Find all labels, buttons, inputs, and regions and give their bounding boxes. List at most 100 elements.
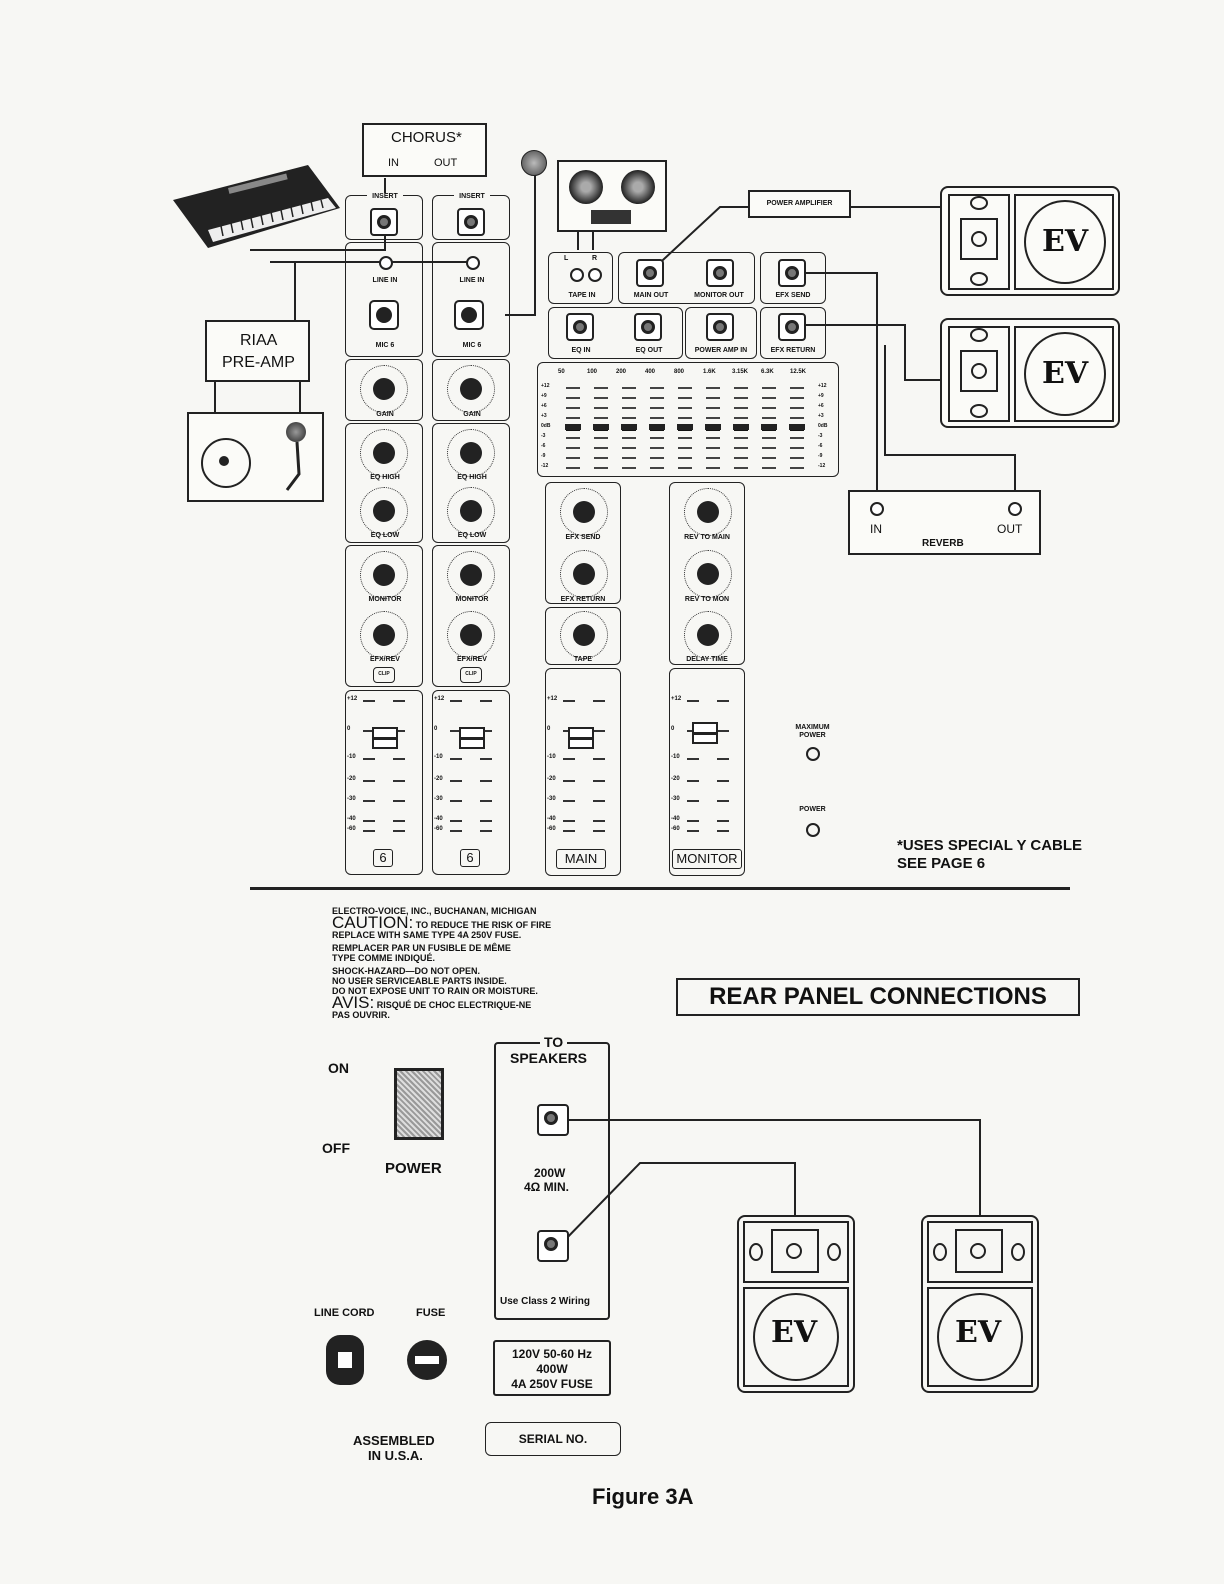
gain-label: GAIN: [376, 411, 394, 418]
fader-tick: [480, 758, 492, 760]
eq-slider-mark: [594, 467, 608, 469]
main-fader[interactable]: [568, 727, 594, 749]
eq-slider-mark: [706, 387, 720, 389]
mic-jack[interactable]: [369, 300, 399, 330]
rev-to-main-knob[interactable]: [697, 501, 719, 523]
fader-tick: [687, 700, 699, 702]
power-amplifier: POWER AMPLIFIER: [748, 190, 851, 218]
eq-slider-mark: [762, 467, 776, 469]
eq-slider-mark: [790, 417, 804, 419]
efx-send-jack[interactable]: [778, 259, 806, 287]
tape-in-right-jack[interactable]: [588, 268, 602, 282]
delay-time-knob[interactable]: [697, 624, 719, 646]
monitor-knob[interactable]: [373, 564, 395, 586]
eq-slider-mark: [622, 407, 636, 409]
eq-slider-knob[interactable]: [789, 424, 805, 430]
spec-fuse: 4A 250V FUSE: [511, 1377, 593, 1391]
tape-left-label: L: [564, 255, 569, 262]
fader-tick: [450, 820, 462, 822]
keyboard-image: [168, 160, 343, 250]
line-cord-socket[interactable]: [326, 1335, 364, 1385]
channel-fader[interactable]: [459, 727, 485, 749]
eq-scale-label: +12: [541, 383, 550, 389]
fader-tick-label: +12: [547, 696, 558, 702]
company-line: ELECTRO-VOICE, INC., BUCHANAN, MICHIGAN: [332, 906, 537, 916]
line-in-jack[interactable]: [466, 256, 480, 270]
insert-jack[interactable]: [457, 208, 485, 236]
line-in-jack[interactable]: [379, 256, 393, 270]
fader-tick: [393, 758, 405, 760]
speaker-out-jack-1[interactable]: [537, 1104, 569, 1136]
eq-low-label: EQ LOW: [370, 532, 400, 539]
gain-scale: [360, 365, 408, 413]
reverb-out-jack[interactable]: [1008, 502, 1022, 516]
eq-slider-mark: [566, 417, 580, 419]
fuse-holder[interactable]: [407, 1340, 447, 1380]
monitor-knob[interactable]: [460, 564, 482, 586]
channel-fader[interactable]: [372, 727, 398, 749]
eq-slider-knob[interactable]: [733, 424, 749, 430]
rev-to-main-label: REV TO MAIN: [684, 534, 730, 541]
eq-slider-knob[interactable]: [705, 424, 721, 430]
efx-return-knob[interactable]: [573, 563, 595, 585]
reverb-in-jack[interactable]: [870, 502, 884, 516]
eq-high-knob[interactable]: [460, 442, 482, 464]
efx-rev-knob[interactable]: [460, 624, 482, 646]
fader-tick: [480, 820, 492, 822]
eq-slider-mark: [790, 467, 804, 469]
monitor-fader[interactable]: [692, 722, 718, 744]
gain-knob[interactable]: [460, 378, 482, 400]
fader-tick-label: 0: [547, 726, 551, 732]
efx-rev-label: EFX/REV: [457, 656, 487, 663]
eq-low-knob[interactable]: [373, 500, 395, 522]
eq-slider-mark: [622, 467, 636, 469]
shock-line-2: NO USER SERVICEABLE PARTS INSIDE.: [332, 976, 507, 986]
eq-slider-knob[interactable]: [565, 424, 581, 430]
eq-slider-mark: [678, 397, 692, 399]
mic-jack[interactable]: [454, 300, 484, 330]
insert-jack[interactable]: [370, 208, 398, 236]
tape-in-left-jack[interactable]: [570, 268, 584, 282]
eq-slider-mark: [650, 417, 664, 419]
eq-band-label: 200: [616, 369, 627, 375]
gain-knob[interactable]: [373, 378, 395, 400]
speaker-out-jack-2[interactable]: [537, 1230, 569, 1262]
main-out-jack[interactable]: [636, 259, 664, 287]
eq-slider-knob[interactable]: [649, 424, 665, 430]
power-amp-in-jack[interactable]: [706, 313, 734, 341]
fader-tick: [687, 758, 699, 760]
power-switch[interactable]: [394, 1068, 444, 1140]
eq-slider-mark: [706, 437, 720, 439]
eq-slider-mark: [734, 457, 748, 459]
microphone-icon: [521, 150, 547, 180]
tape-right-label: R: [592, 255, 598, 262]
eq-low-knob[interactable]: [460, 500, 482, 522]
eq-slider-knob[interactable]: [677, 424, 693, 430]
eq-high-knob[interactable]: [373, 442, 395, 464]
efx-return-jack[interactable]: [778, 313, 806, 341]
eq-slider-knob[interactable]: [593, 424, 609, 430]
efx-send-knob[interactable]: [573, 501, 595, 523]
eq-scale-label: +6: [541, 403, 547, 409]
efx-return-scale: [560, 550, 608, 598]
eq-slider-knob[interactable]: [621, 424, 637, 430]
efx-rev-knob[interactable]: [373, 624, 395, 646]
eq-slider-mark: [762, 387, 776, 389]
eq-in-jack[interactable]: [566, 313, 594, 341]
rev-to-mon-knob[interactable]: [697, 563, 719, 585]
fader-tick: [593, 830, 605, 832]
eq-slider-knob[interactable]: [761, 424, 777, 430]
monitor-out-jack[interactable]: [706, 259, 734, 287]
eq-slider-mark: [790, 397, 804, 399]
eq-slider-mark: [594, 387, 608, 389]
reverb-out-label: OUT: [997, 522, 1023, 536]
eq-slider-mark: [650, 407, 664, 409]
tape-knob[interactable]: [573, 624, 595, 646]
eq-out-jack[interactable]: [634, 313, 662, 341]
eq-slider-mark: [622, 437, 636, 439]
watt-label: 200W: [534, 1166, 566, 1180]
rear-warning-block: ELECTRO-VOICE, INC., BUCHANAN, MICHIGAN …: [332, 906, 622, 1046]
caution-text-2: REPLACE WITH SAME TYPE 4A 250V FUSE.: [332, 930, 522, 940]
efx-send-knob-label: EFX SEND: [565, 534, 601, 541]
eq-scale-label: +12: [818, 383, 827, 389]
